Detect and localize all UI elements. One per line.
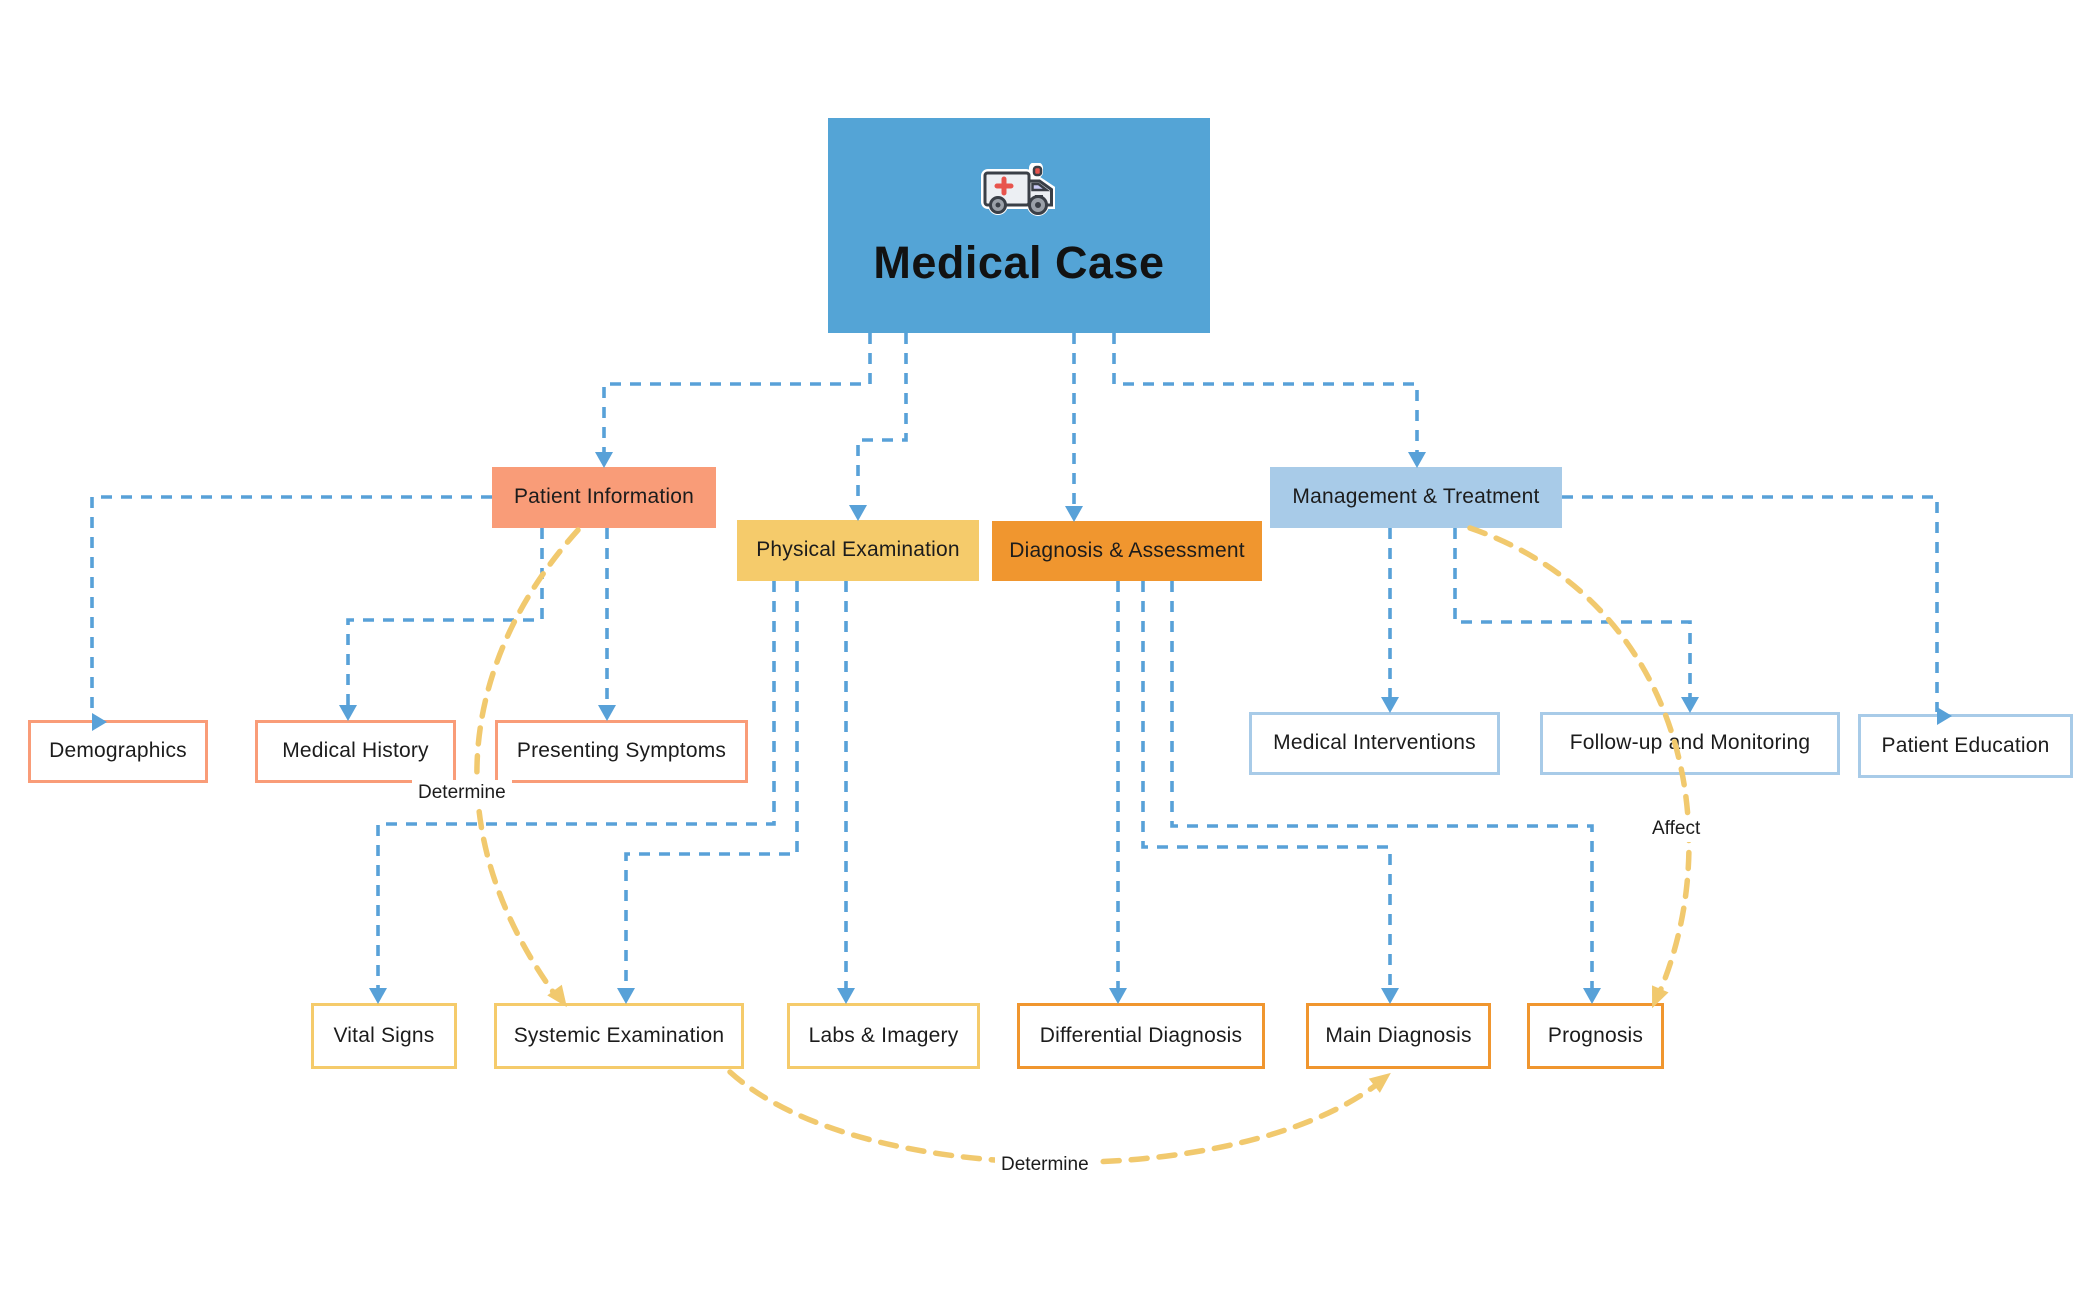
arrowhead: [1408, 452, 1426, 468]
edge-management-to-follow-up: [1453, 528, 1692, 697]
node-label: Systemic Examination: [513, 1023, 725, 1047]
node-label: Medical Interventions: [1273, 731, 1476, 755]
ambulance-icon: [981, 162, 1055, 216]
node-label: Main Diagnosis: [1325, 1023, 1472, 1047]
edge-diagnosis-to-prognosis: [1170, 581, 1594, 988]
node-label: Demographics: [49, 739, 187, 763]
curve-systemic-determines-main-diagnosis: [727, 1069, 1383, 1166]
arrowhead: [1381, 697, 1399, 713]
node-patient-education[interactable]: Patient Education: [1858, 714, 2073, 778]
arrowhead: [598, 705, 616, 721]
arrowhead: [1583, 988, 1601, 1004]
node-follow-up-and-monitoring[interactable]: Follow-up and Monitoring: [1540, 712, 1840, 775]
node-medical-interventions[interactable]: Medical Interventions: [1249, 712, 1500, 775]
node-medical-case[interactable]: Medical Case: [828, 118, 1210, 333]
node-systemic-examination[interactable]: Systemic Examination: [494, 1003, 744, 1069]
arrowhead: [369, 988, 387, 1004]
node-label: Medical Case: [873, 236, 1165, 288]
node-label: Patient Information: [513, 485, 695, 509]
edge-label-determine-upper[interactable]: Determine: [412, 780, 512, 806]
node-label: Vital Signs: [333, 1023, 435, 1047]
node-label: Differential Diagnosis: [1039, 1023, 1243, 1047]
node-physical-examination[interactable]: Physical Examination: [737, 520, 979, 581]
edge-patientinfo-to-demographics: [90, 495, 492, 714]
node-label: Prognosis: [1547, 1023, 1644, 1047]
arrowhead: [595, 452, 613, 468]
arrowhead: [339, 705, 357, 721]
arrowhead: [1681, 697, 1699, 713]
edge-label-affect[interactable]: Affect: [1646, 816, 1707, 842]
node-label: Presenting Symptoms: [516, 739, 727, 763]
node-prognosis[interactable]: Prognosis: [1527, 1003, 1664, 1069]
node-presenting-symptoms[interactable]: Presenting Symptoms: [495, 720, 748, 783]
node-label: Physical Examination: [756, 538, 960, 562]
node-patient-information[interactable]: Patient Information: [492, 467, 716, 528]
node-label: Labs & Imagery: [808, 1023, 959, 1047]
node-vital-signs[interactable]: Vital Signs: [311, 1003, 457, 1069]
edge-root-to-management-treatment: [1112, 333, 1419, 452]
node-label: Patient Education: [1881, 733, 2050, 757]
node-label: Diagnosis & Assessment: [1009, 538, 1245, 562]
node-demographics[interactable]: Demographics: [28, 720, 208, 783]
node-diagnosis-assessment[interactable]: Diagnosis & Assessment: [992, 521, 1262, 581]
arrowhead: [1065, 506, 1083, 522]
node-label: Management & Treatment: [1292, 485, 1540, 509]
node-main-diagnosis[interactable]: Main Diagnosis: [1306, 1003, 1491, 1069]
edge-diagnosis-to-main-diagnosis: [1141, 581, 1392, 988]
edge-patientinfo-to-medical-history: [346, 528, 544, 705]
edge-management-to-patient-education: [1562, 495, 1939, 712]
arrowhead: [837, 988, 855, 1004]
node-label: Medical History: [282, 739, 429, 763]
arrowhead: [617, 988, 635, 1004]
node-management-treatment[interactable]: Management & Treatment: [1270, 467, 1562, 528]
node-differential-diagnosis[interactable]: Differential Diagnosis: [1017, 1003, 1265, 1069]
node-labs-imagery[interactable]: Labs & Imagery: [787, 1003, 980, 1069]
arrowhead: [1109, 988, 1127, 1004]
arrowhead: [849, 505, 867, 521]
node-medical-history[interactable]: Medical History: [255, 720, 456, 783]
arrowhead: [1368, 1072, 1391, 1093]
node-label: Follow-up and Monitoring: [1569, 731, 1811, 755]
edge-root-to-physical-examination: [856, 333, 908, 505]
edge-physexam-to-systemic-examination: [624, 581, 799, 988]
edge-label-determine-lower[interactable]: Determine: [995, 1152, 1095, 1178]
arrowhead: [1381, 988, 1399, 1004]
edge-root-to-patient-information: [602, 333, 872, 452]
